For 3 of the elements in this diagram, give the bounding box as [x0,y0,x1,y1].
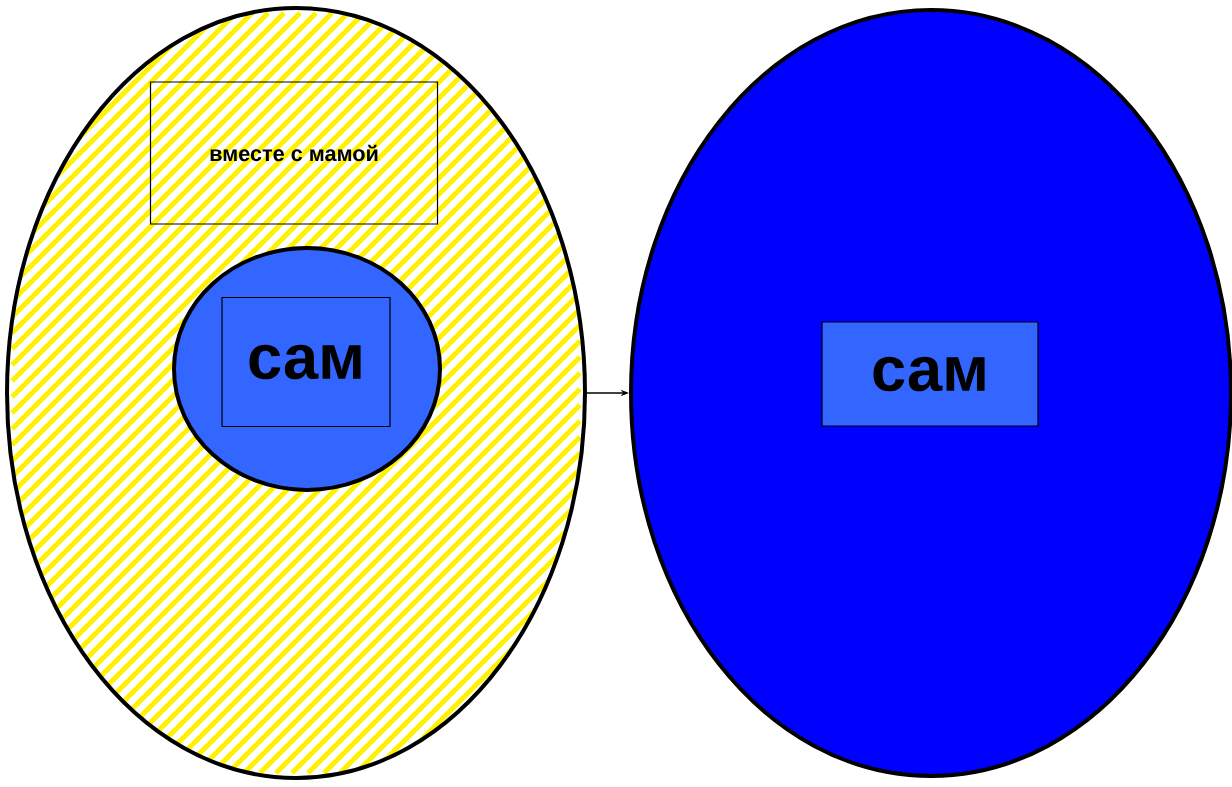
ellipse-shape [629,8,1232,778]
text-box: сам [821,321,1039,427]
text-box: сам [221,296,391,428]
